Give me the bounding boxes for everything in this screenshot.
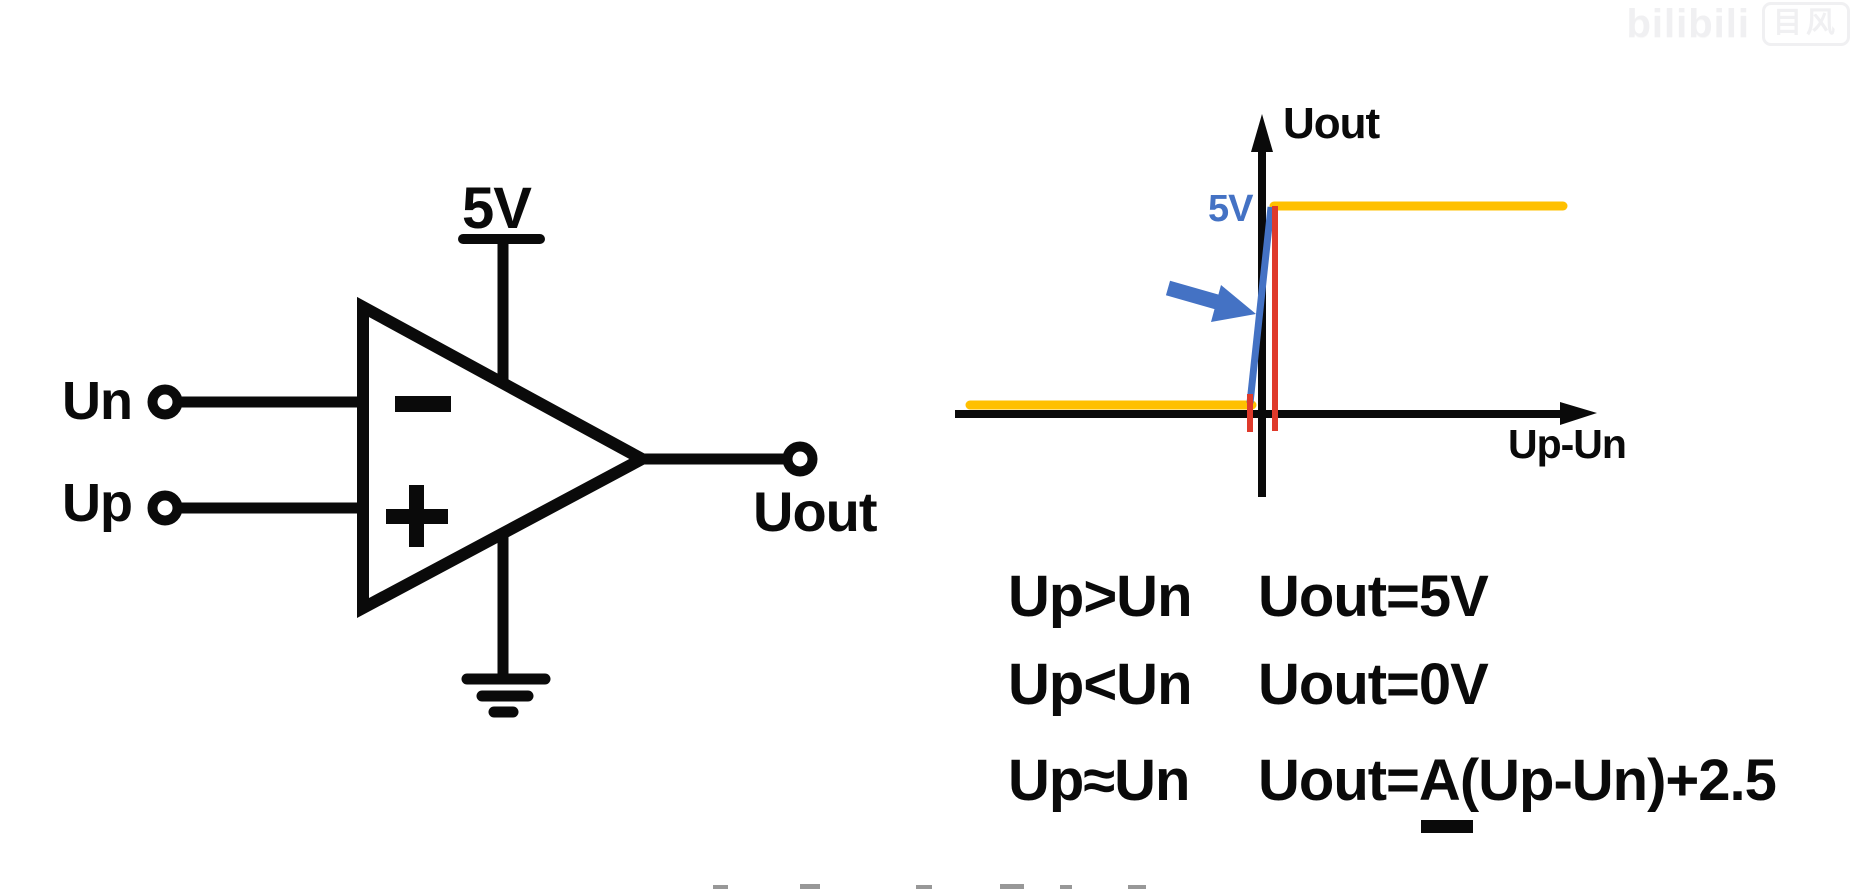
x-axis-label: Up-Un: [1508, 421, 1627, 467]
transfer-characteristic-graph: [955, 114, 1597, 497]
minus-terminal-symbol: [395, 396, 451, 412]
equation-row: Up≈Un Uout=A(Up-Un)+2.5: [1008, 748, 1777, 813]
y-axis-label: Uout: [1283, 99, 1380, 148]
output-terminal-circle: [782, 441, 818, 477]
bilibili-logo: bilibili: [1626, 1, 1750, 46]
equation-result: Uout=A(Up-Un)+2.5: [1258, 748, 1777, 813]
linear-region-line: [1246, 206, 1275, 404]
equation-condition: Up≈Un: [1008, 748, 1190, 813]
uout-output-label: Uout: [753, 480, 878, 543]
plus-terminal-symbol: [386, 485, 448, 547]
equation-condition: Up<Un: [1008, 652, 1193, 717]
x-axis-arrow-icon: [1560, 402, 1597, 425]
equation-row: Up<Un Uout=0V: [1008, 652, 1489, 717]
opamp-circuit: [147, 234, 818, 718]
gain-A-underline: [1421, 820, 1473, 833]
supply-voltage-label: 5V: [462, 176, 532, 241]
equation-result: Uout=5V: [1258, 564, 1489, 629]
un-terminal-circle: [147, 384, 183, 420]
un-input-label: Un: [62, 371, 133, 431]
equation-row: Up>Un Uout=5V: [1008, 564, 1489, 629]
five-volt-reference-label: 5V: [1208, 188, 1253, 230]
annotation-arrow-icon: [1165, 280, 1256, 322]
ground-icon: [461, 673, 551, 718]
up-terminal-circle: [147, 490, 183, 526]
up-input-label: Up: [62, 473, 133, 533]
cutoff-caption-fragments: [713, 884, 1146, 889]
equation-result: Uout=0V: [1258, 652, 1489, 717]
equation-condition: Up>Un: [1008, 564, 1193, 629]
watermark-badge: 目风: [1761, 2, 1850, 46]
y-axis-arrow-icon: [1251, 114, 1273, 152]
watermark: bilibili 目风: [1626, 2, 1850, 46]
